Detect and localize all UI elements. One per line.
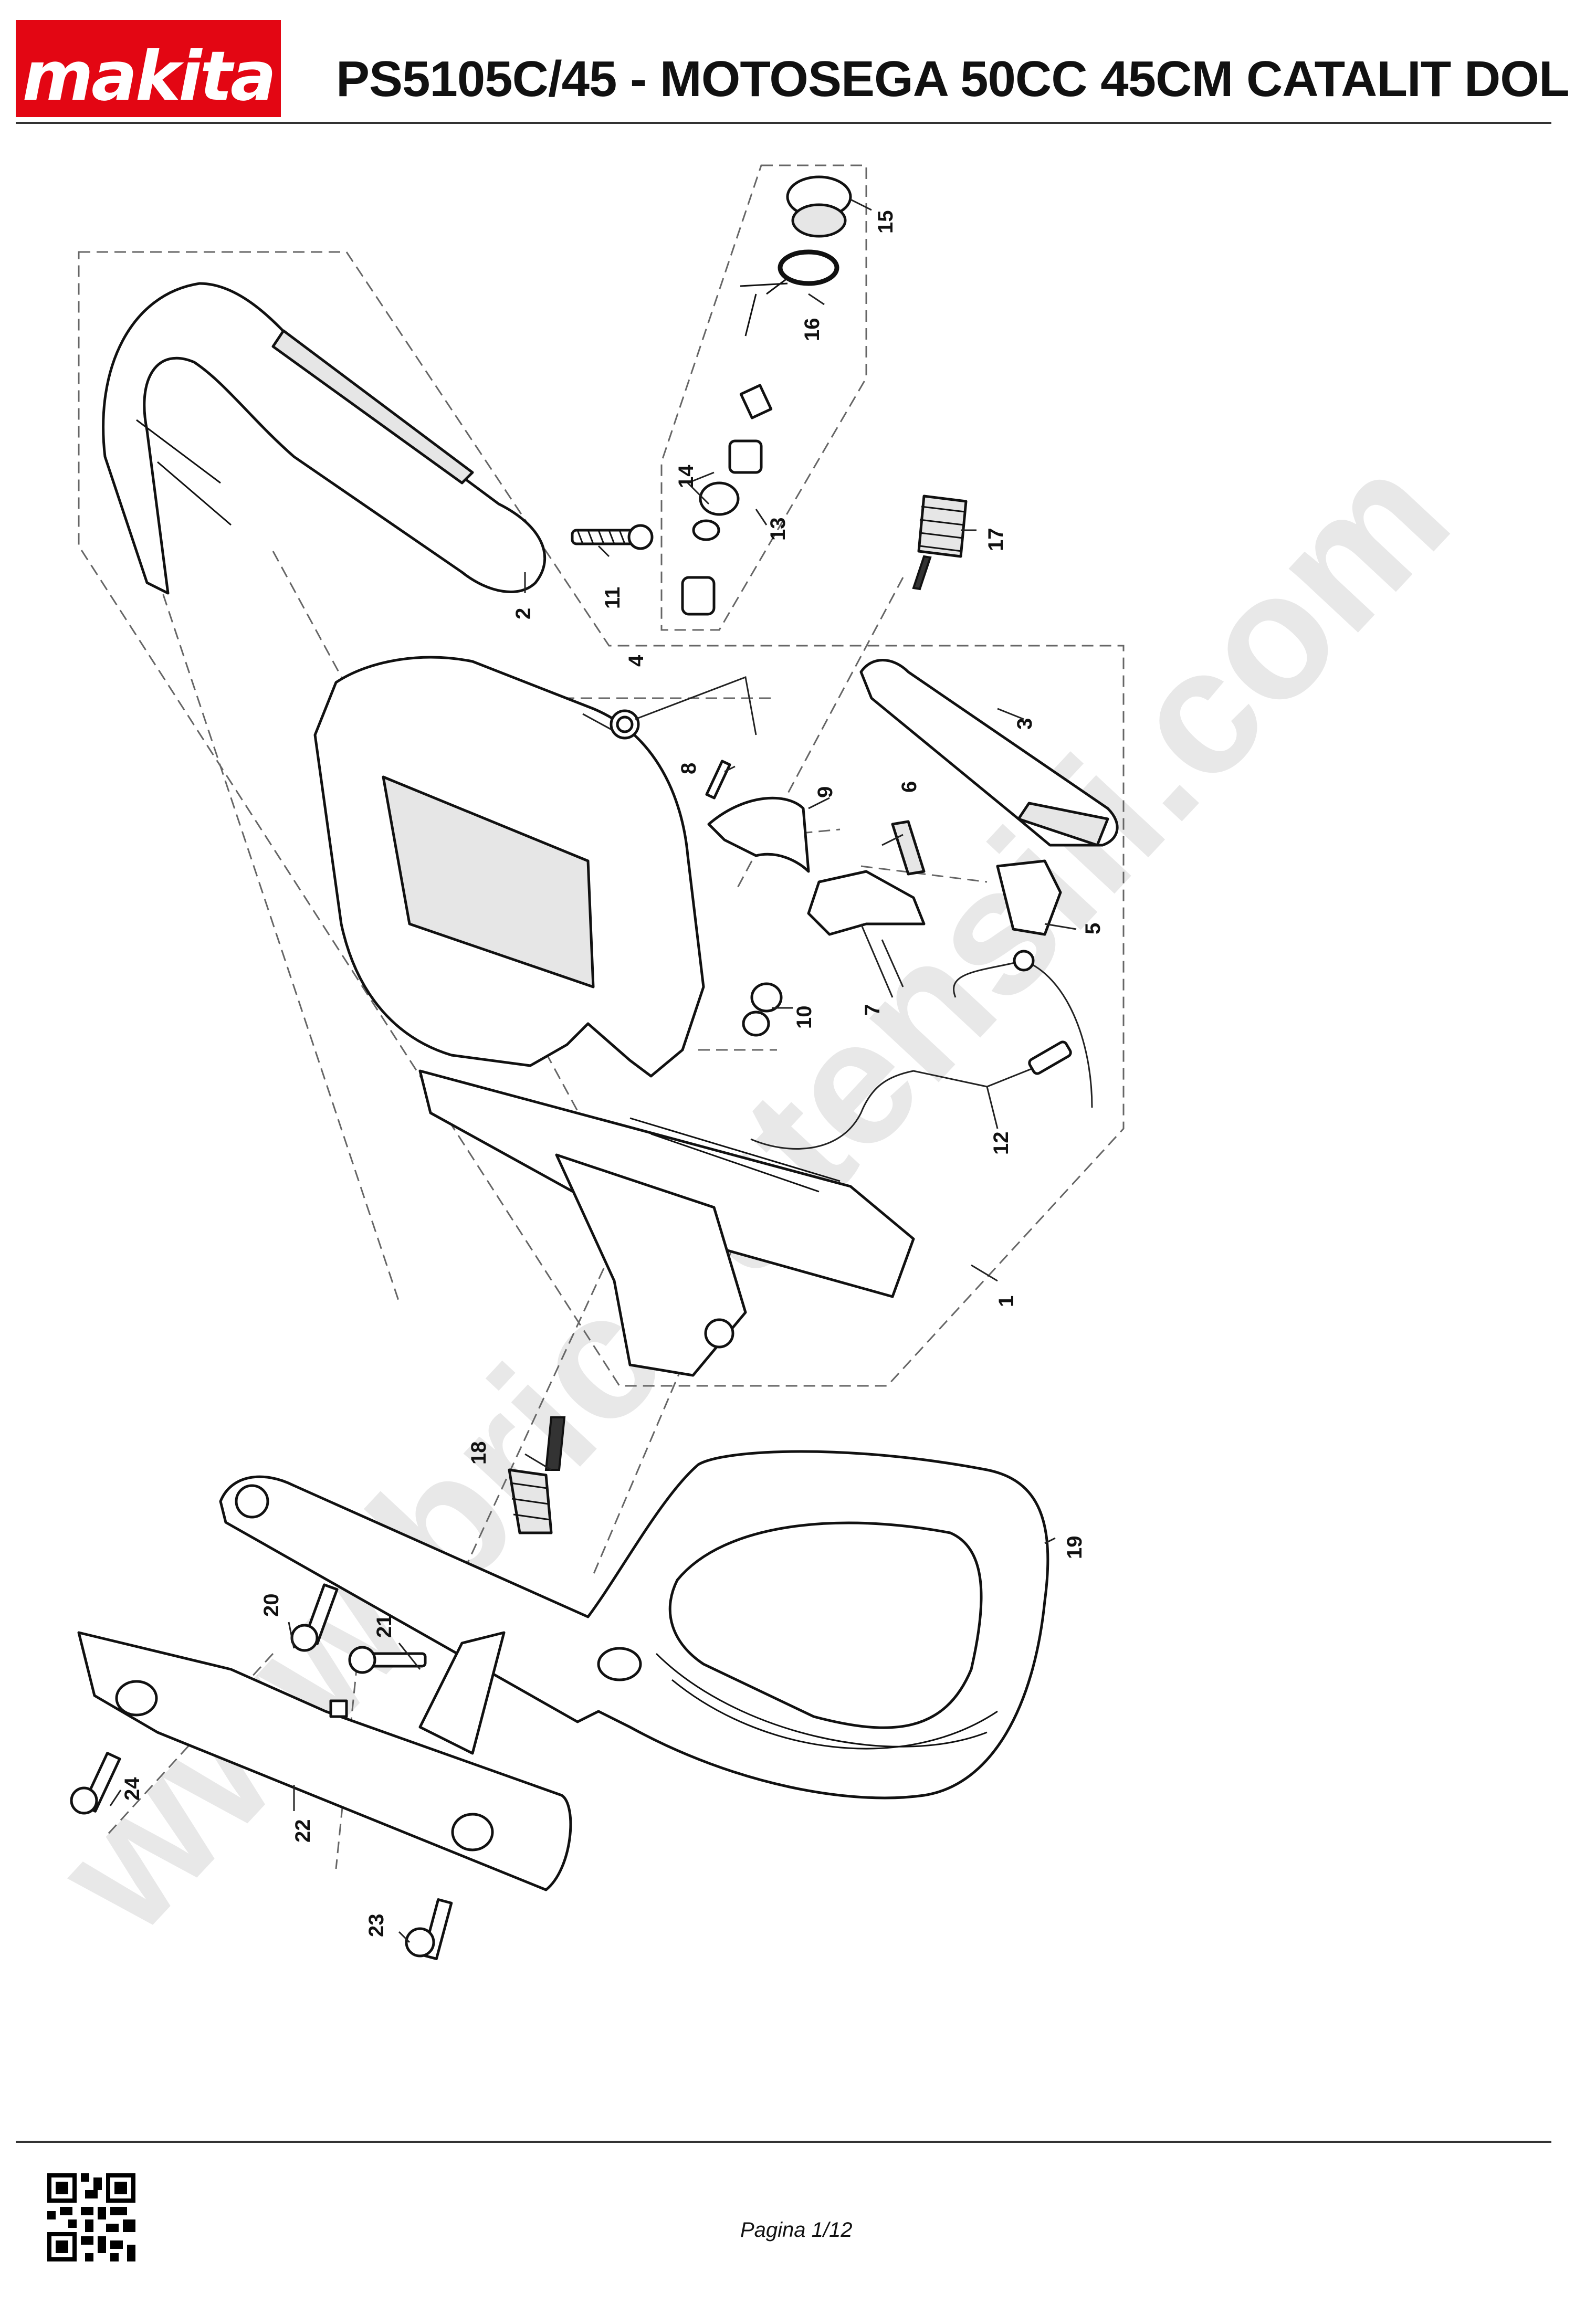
logo-wordmark: makita — [22, 36, 276, 116]
part-handle-cover-3 — [859, 659, 1119, 847]
callout-6: 6 — [898, 781, 921, 793]
part-screw-11 — [571, 524, 654, 550]
callout-12: 12 — [990, 1132, 1013, 1155]
callout-23: 23 — [365, 1914, 388, 1938]
callout-1: 1 — [995, 1296, 1018, 1307]
callout-13: 13 — [766, 518, 790, 541]
part-clip-9 — [707, 796, 810, 873]
part-screw-23 — [405, 1898, 453, 1960]
callout-3: 3 — [1013, 718, 1036, 730]
callout-22: 22 — [291, 1819, 314, 1843]
part-cap-assembly — [681, 175, 852, 616]
part-pin-8 — [705, 760, 731, 799]
group-outline-main — [78, 251, 1125, 1387]
part-trigger-5 — [996, 859, 1062, 936]
callout-21: 21 — [373, 1615, 396, 1638]
part-screw-21 — [348, 1646, 427, 1674]
callout-11: 11 — [601, 587, 624, 609]
part-top-handle-cover — [102, 282, 546, 595]
callout-5: 5 — [1082, 923, 1105, 934]
part-guard-plate-22 — [77, 1631, 572, 1891]
callout-19: 19 — [1063, 1536, 1086, 1560]
callout-14: 14 — [675, 465, 698, 488]
header-divider — [16, 122, 1551, 124]
callout-7: 7 — [861, 1004, 884, 1016]
callout-labels: 1 2 3 4 5 6 7 8 9 10 11 12 13 14 15 16 1… — [121, 211, 1105, 1938]
callout-16: 16 — [801, 318, 824, 342]
callout-20: 20 — [260, 1594, 283, 1617]
group-outline-cap — [660, 164, 867, 631]
callout-leaders — [109, 198, 1077, 1943]
part-front-handle-19 — [219, 1450, 1049, 1800]
part-spring-buffer-18 — [508, 1416, 566, 1534]
page-title: PS5105C/45 - MOTOSEGA 50CC 45CM CATALIT … — [336, 51, 1570, 107]
callout-2: 2 — [512, 608, 535, 619]
qr-code-icon — [47, 2173, 135, 2261]
callout-18: 18 — [467, 1442, 490, 1465]
part-bushing-10 — [742, 982, 783, 1037]
callout-24: 24 — [121, 1777, 144, 1801]
part-spring-6 — [891, 820, 926, 876]
footer-divider — [16, 2141, 1551, 2143]
part-buffer-spring-17 — [912, 495, 968, 591]
part-main-housing — [313, 656, 915, 1377]
callout-15: 15 — [874, 211, 897, 234]
callout-9: 9 — [814, 786, 837, 798]
part-screw-24 — [70, 1752, 121, 1815]
part-switch-wire-12 — [750, 950, 1093, 1150]
makita-logo: makita — [16, 20, 281, 117]
page-number: Pagina 1/12 — [740, 2218, 853, 2242]
callout-4: 4 — [625, 655, 648, 667]
part-lever-7 — [807, 870, 926, 936]
callout-10: 10 — [793, 1006, 816, 1029]
callout-8: 8 — [677, 763, 700, 774]
part-spring-4 — [582, 676, 757, 740]
callout-17: 17 — [984, 528, 1007, 552]
